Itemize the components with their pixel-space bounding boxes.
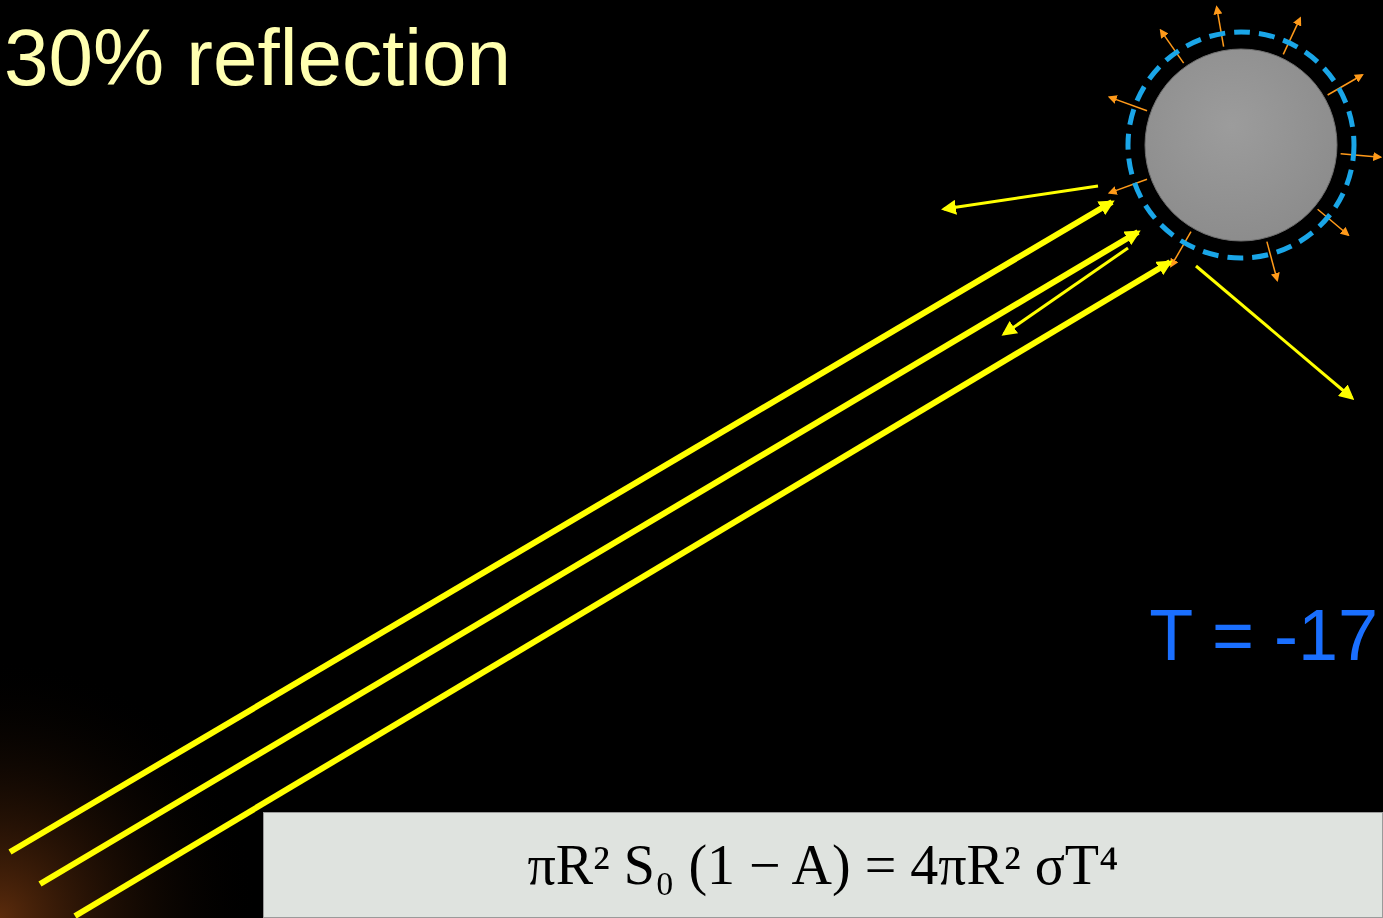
atmosphere-ring — [1128, 32, 1354, 258]
infrared-arrow — [1267, 242, 1277, 281]
infrared-arrow — [1217, 7, 1224, 46]
temperature-label: T = -17 — [1149, 596, 1378, 675]
infrared-arrow — [1109, 179, 1147, 193]
infrared-arrow — [1109, 97, 1147, 111]
planet — [1145, 49, 1337, 241]
reflected-rays — [944, 186, 1352, 398]
infrared-arrow — [1341, 154, 1381, 157]
formula-text: πR² S₀ (1 − A) = 4πR² σT⁴ — [527, 833, 1118, 897]
sun-glow — [0, 560, 300, 918]
infrared-arrow — [1283, 18, 1300, 54]
sunlight-rays — [10, 202, 1170, 916]
slide-title: 30% reflection — [4, 14, 511, 102]
infrared-arrows — [1109, 7, 1380, 280]
formula-box: πR² S₀ (1 − A) = 4πR² σT⁴ — [263, 812, 1383, 918]
infrared-arrow — [1171, 232, 1191, 267]
